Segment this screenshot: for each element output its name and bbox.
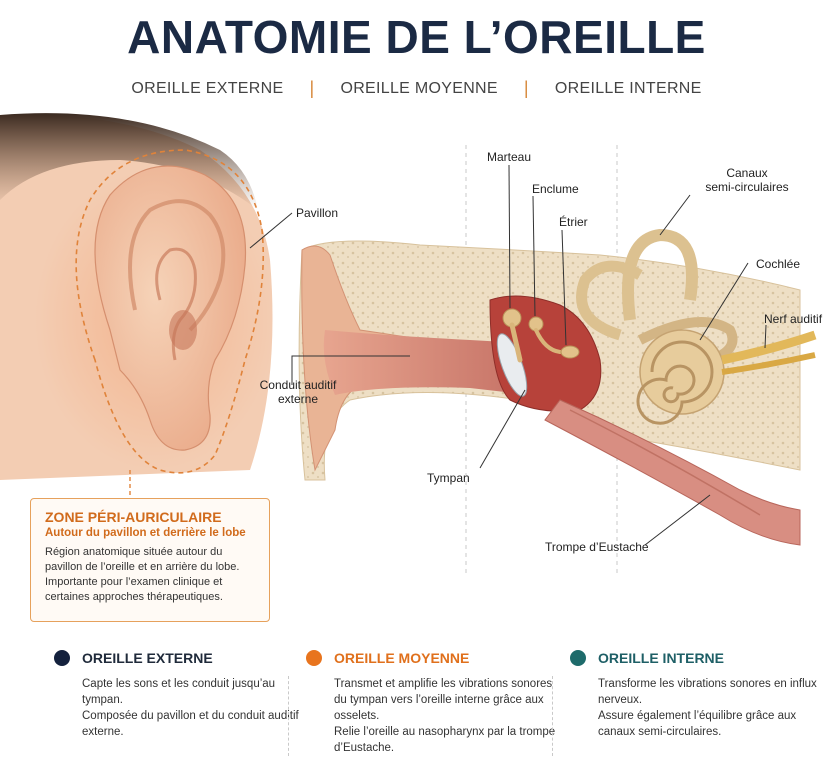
navy-dot-icon [54,650,70,666]
nav-oreille-interne[interactable]: OREILLE INTERNE [554,79,702,97]
section-title: OREILLE INTERNE [598,650,725,666]
section-nav: OREILLE EXTERNE | OREILLE MOYENNE | OREI… [0,78,833,99]
zone-title: ZONE PÉRI-AURICULAIRE [45,509,222,525]
section-divider [552,676,553,756]
peri-auricular-outline [75,149,264,474]
leader-lines [249,164,767,546]
teal-dot-icon [570,650,586,666]
nav-separator: | [523,78,529,98]
section-oreille-moyenne: OREILLE MOYENNE Transmet et amplifie les… [306,650,556,756]
section-text: Transforme les vibrations sonores en inf… [598,678,817,738]
nav-oreille-moyenne[interactable]: OREILLE MOYENNE [340,79,498,97]
label-tympan: Tympan [427,471,470,485]
page-title: ANATOMIE DE L’OREILLE [127,11,706,63]
section-text: Transmet et amplifie les vibrations sono… [334,678,556,754]
section-divider [288,676,289,756]
zone-description: Région anatomique située autour du pavil… [45,546,240,603]
ear-cross-section [298,228,817,546]
label-pavillon: Pavillon [296,206,339,220]
orange-dot-icon [306,650,322,666]
label-enclume: Enclume [532,182,579,196]
zone-peri-auriculaire-card: ZONE PÉRI-AURICULAIRE Autour du pavillon… [30,498,270,622]
section-title: OREILLE EXTERNE [82,650,213,666]
label-canaux-semi-circulaires: Canaux semi-circulaires [705,166,789,194]
section-text: Capte les sons et les conduit jusqu’au t… [82,678,299,738]
label-cochlee: Cochlée [756,257,801,271]
zone-subtitle: Autour du pavillon et derrière le lobe [45,527,246,539]
label-etrier: Étrier [559,215,588,229]
pinna [94,165,247,451]
label-nerf-auditif: Nerf auditif [764,312,823,326]
label-trompe-eustache: Trompe d’Eustache [545,540,649,554]
label-conduit-auditif-externe: Conduit auditif externe [259,378,337,406]
section-title: OREILLE MOYENNE [334,650,470,666]
nav-separator: | [309,78,315,98]
section-oreille-interne: OREILLE INTERNE Transforme les vibration… [570,650,820,740]
nav-oreille-externe[interactable]: OREILLE EXTERNE [131,79,284,97]
label-marteau: Marteau [487,150,532,164]
section-oreille-externe: OREILLE EXTERNE Capte les sons et les co… [54,650,304,740]
